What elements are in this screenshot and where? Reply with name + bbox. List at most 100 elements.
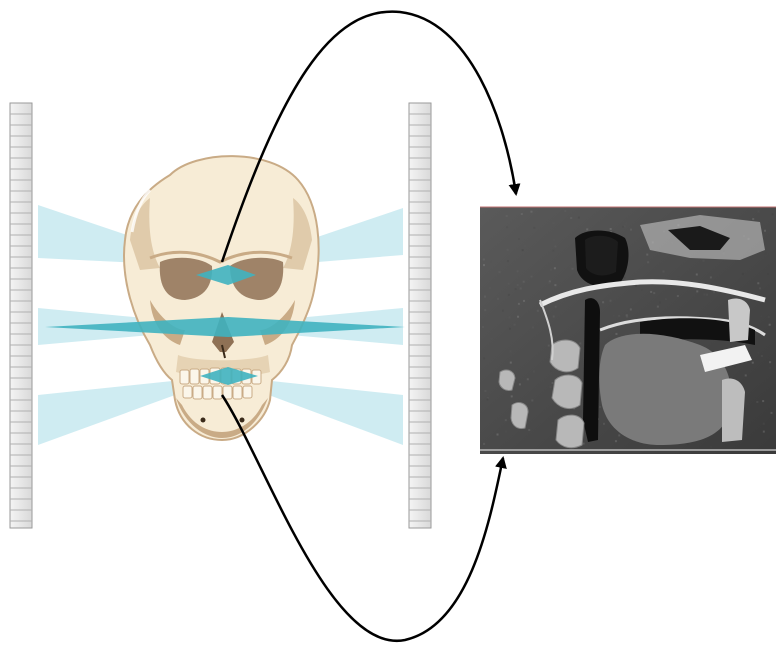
- scan-noise-pixel: [710, 276, 712, 278]
- scan-noise-pixel: [763, 431, 765, 433]
- scan-noise-pixel: [578, 217, 580, 219]
- scan-noise-pixel: [514, 324, 516, 326]
- scan-noise-pixel: [703, 294, 705, 296]
- scan-noise-pixel: [572, 268, 574, 270]
- scan-noise-pixel: [641, 289, 643, 291]
- scan-noise-pixel: [550, 269, 552, 271]
- scan-noise-pixel: [713, 291, 715, 293]
- scan-noise-pixel: [586, 228, 588, 230]
- scan-noise-pixel: [742, 273, 744, 275]
- scan-noise-pixel: [520, 287, 522, 289]
- scan-noise-pixel: [483, 264, 485, 266]
- scan-noise-pixel: [548, 345, 550, 347]
- scan-noise-pixel: [531, 399, 533, 401]
- scan-noise-pixel: [519, 383, 521, 385]
- scan-noise-pixel: [483, 258, 485, 260]
- scan-noise-pixel: [759, 287, 761, 289]
- scan-noise-pixel: [497, 434, 499, 436]
- scan-noise-pixel: [659, 301, 661, 303]
- scan-noise-pixel: [769, 324, 771, 326]
- scan-noise-pixel: [552, 382, 554, 384]
- scan-noise-pixel: [531, 276, 533, 278]
- scan-noise-pixel: [570, 217, 572, 219]
- scan-noise-pixel: [537, 310, 539, 312]
- scan-noise-pixel: [767, 273, 769, 275]
- scan-noise-pixel: [677, 277, 679, 279]
- scan-noise-pixel: [550, 370, 552, 372]
- scan-noise-pixel: [764, 230, 766, 232]
- scan-noise-pixel: [515, 288, 517, 290]
- scan-noise-pixel: [533, 370, 535, 372]
- scan-noise-pixel: [615, 333, 617, 335]
- scan-noise-pixel: [555, 306, 557, 308]
- scan-noise-pixel: [769, 367, 771, 369]
- scan-noise-pixel: [533, 227, 535, 229]
- scan-noise-pixel: [517, 270, 519, 272]
- scan-noise-pixel: [662, 271, 664, 273]
- scan-noise-pixel: [646, 254, 648, 256]
- scan-noise-pixel: [769, 361, 771, 363]
- scan-noise-pixel: [507, 249, 509, 251]
- scan-noise-pixel: [507, 260, 509, 262]
- scan-noise-pixel: [618, 315, 620, 317]
- scan-noise-pixel: [765, 252, 767, 254]
- scan-noise-pixel: [486, 398, 488, 400]
- scan-noise-pixel: [599, 406, 601, 408]
- scan-noise-pixel: [579, 342, 581, 344]
- scan-noise-pixel: [583, 443, 585, 445]
- scan-noise-pixel: [518, 303, 520, 305]
- scan-noise-pixel: [490, 338, 492, 340]
- scan-noise-pixel: [554, 284, 556, 286]
- scan-noise-pixel: [483, 357, 485, 359]
- scan-noise-pixel: [505, 430, 507, 432]
- scan-noise-pixel: [626, 315, 628, 317]
- scan-noise-pixel: [482, 326, 484, 328]
- scan-noise-pixel: [734, 366, 736, 368]
- scan-noise-pixel: [745, 374, 747, 376]
- scan-noise-pixel: [677, 295, 679, 297]
- left-detector-array: [10, 103, 32, 528]
- scan-noise-pixel: [506, 215, 508, 217]
- scan-noise-pixel: [508, 334, 510, 336]
- scan-noise-pixel: [553, 222, 555, 224]
- scan-noise-pixel: [524, 245, 526, 247]
- scan-noise-pixel: [615, 440, 617, 442]
- scan-noise-pixel: [703, 260, 705, 262]
- scan-noise-pixel: [653, 292, 655, 294]
- right-detector-array: [409, 103, 431, 528]
- scan-noise-pixel: [622, 226, 624, 228]
- scan-noise-pixel: [509, 350, 511, 352]
- scan-noise-pixel: [752, 362, 754, 364]
- scan-noise-pixel: [687, 443, 689, 445]
- scan-noise-pixel: [602, 301, 604, 303]
- scan-noise-pixel: [523, 281, 525, 283]
- scan-noise-pixel: [497, 298, 499, 300]
- scan-noise-pixel: [509, 328, 511, 330]
- scan-noise-pixel: [530, 211, 532, 213]
- scan-noise-pixel: [757, 282, 759, 284]
- scan-noise-pixel: [523, 300, 525, 302]
- scan-noise-pixel: [484, 309, 486, 311]
- scan-noise-pixel: [603, 423, 605, 425]
- scan-noise-pixel: [525, 296, 527, 298]
- scan-noise-pixel: [532, 326, 534, 328]
- scan-noise-pixel: [665, 298, 667, 300]
- scan-noise-pixel: [483, 443, 485, 445]
- scan-noise-pixel: [553, 239, 555, 241]
- scan-noise-pixel: [752, 218, 754, 220]
- scan-noise-pixel: [528, 429, 530, 431]
- scan-noise-pixel: [762, 400, 764, 402]
- scan-noise-pixel: [650, 291, 652, 293]
- scan-noise-pixel: [548, 282, 550, 284]
- scan-noise-pixel: [609, 300, 611, 302]
- scan-noise-pixel: [553, 315, 555, 317]
- scan-noise-pixel: [508, 283, 510, 285]
- scan-noise-pixel: [484, 390, 486, 392]
- scan-noise-pixel: [761, 315, 763, 317]
- scan-noise-pixel: [626, 310, 628, 312]
- scan-noise-pixel: [554, 267, 556, 269]
- scan-noise-pixel: [506, 226, 508, 228]
- scan-noise-pixel: [522, 249, 524, 251]
